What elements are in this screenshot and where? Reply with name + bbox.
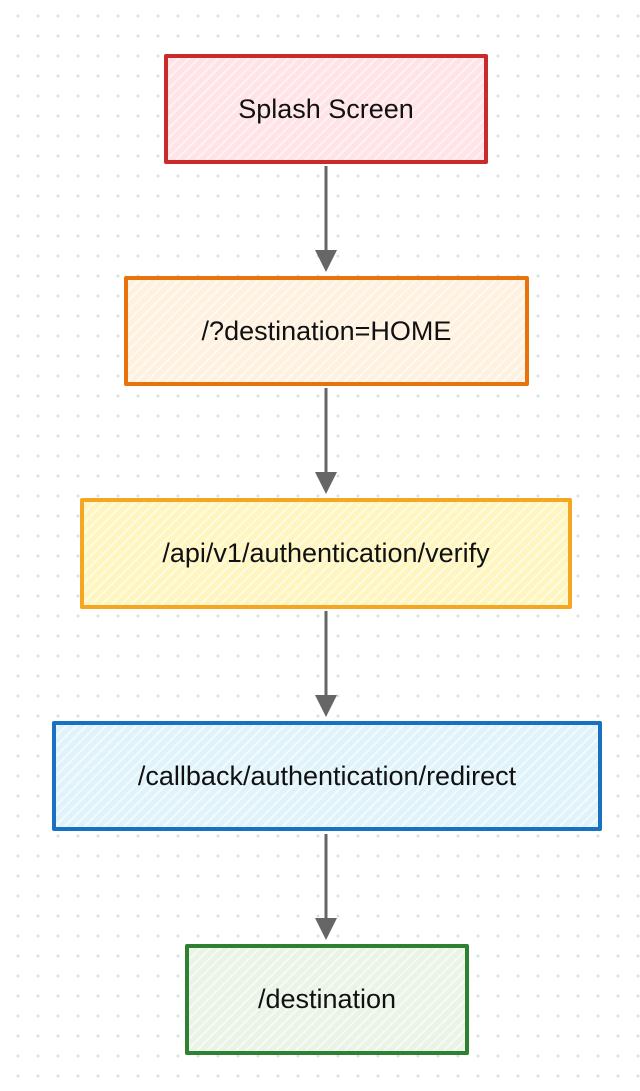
arrowhead-home-to-verify [315, 472, 337, 494]
node-label: /api/v1/authentication/verify [162, 538, 490, 568]
node-destination-home: /?destination=HOME [124, 276, 529, 386]
arrowhead-redirect-to-destination [315, 918, 337, 940]
node-label: /callback/authentication/redirect [137, 760, 517, 791]
node-callback-redirect: /callback/authentication/redirect [52, 721, 602, 831]
arrowhead-splash-to-home [315, 250, 337, 272]
node-label: Splash Screen [238, 93, 414, 124]
node-label: /?destination=HOME [201, 315, 452, 346]
node-label: /destination [257, 984, 397, 1014]
node-destination: /destination [185, 944, 469, 1055]
node-splash-screen: Splash Screen [164, 54, 488, 164]
node-authentication-verify: /api/v1/authentication/verify [80, 498, 572, 609]
arrowhead-verify-to-redirect [315, 695, 337, 717]
